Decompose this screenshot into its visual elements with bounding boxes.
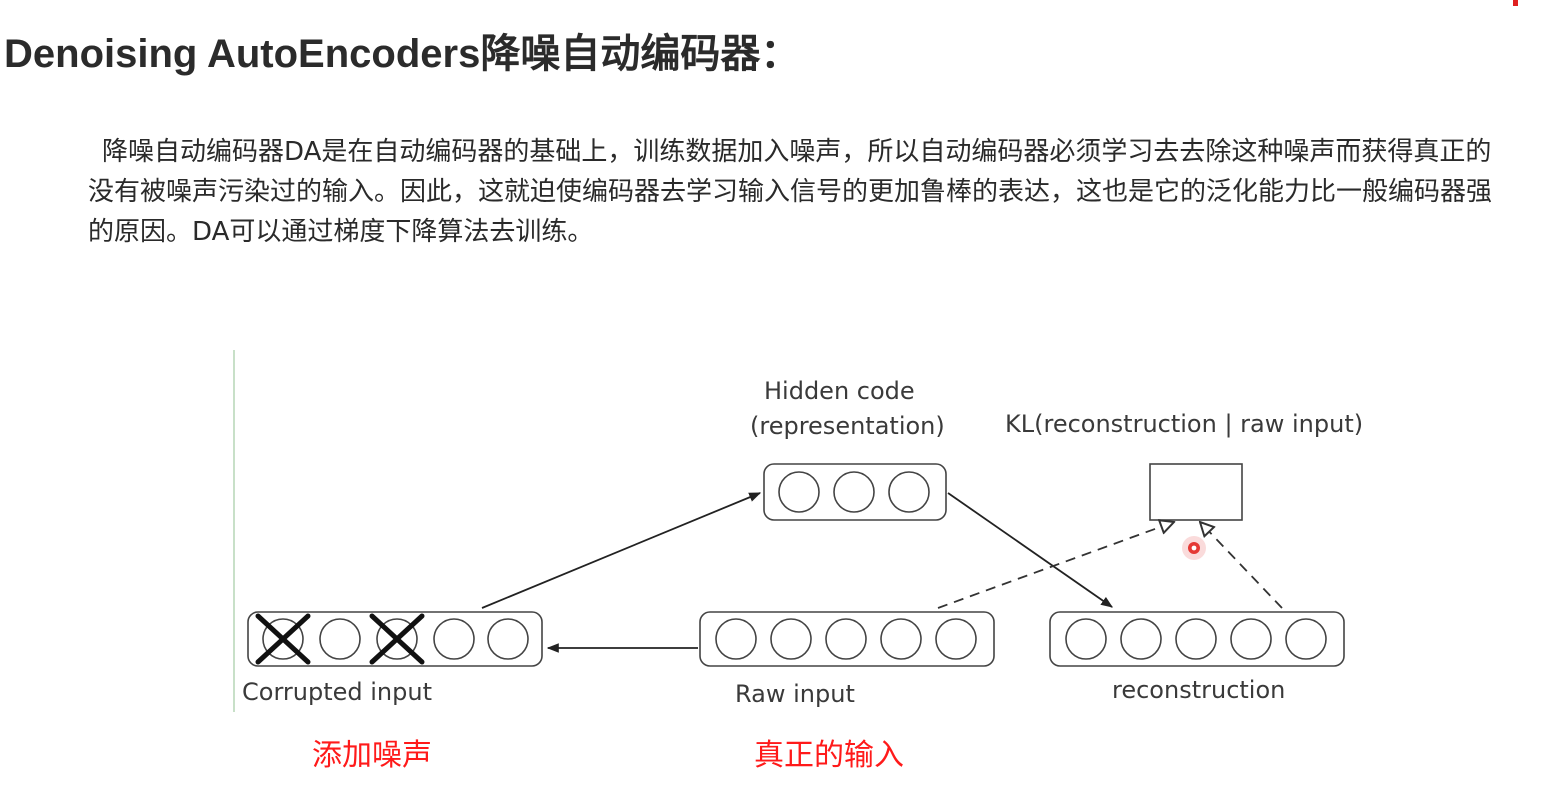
hidden-unit [833,471,875,513]
raw-to-kl-dashed-arrow [937,522,1174,609]
corrupted-input-label: Corrupted input [242,678,432,706]
encode-arrow [481,492,762,609]
hidden-unit [888,471,930,513]
slide-title: Denoising AutoEncoders降噪自动编码器： [4,32,801,76]
reconstruction-label: reconstruction [1112,676,1285,704]
kl-divergence-label: KL(reconstruction | raw input) [1005,410,1363,438]
top-accent-mark [1513,0,1518,6]
reconstruction-unit [1175,618,1217,660]
true-input-caption: 真正的输入 [754,738,904,773]
corrupted-unit [433,618,475,660]
corrupted-unit [487,618,529,660]
raw-input-label: Raw input [735,680,855,708]
pointer-dot-icon [1182,536,1206,560]
raw-unit [880,618,922,660]
top-strip [0,0,1548,6]
hidden-code-label: Hidden code [764,377,915,405]
hidden-unit [778,471,820,513]
reconstruction-to-kl-dashed-arrow [1200,522,1283,609]
kl-loss-box [1149,463,1243,521]
raw-input-layer [699,611,995,667]
reconstruction-unit [1120,618,1162,660]
hidden-code-layer [763,463,947,521]
decode-arrow [947,492,1113,608]
raw-unit [715,618,757,660]
raw-unit [770,618,812,660]
reconstruction-unit [1230,618,1272,660]
hidden-code-representation-label: (representation) [750,412,945,440]
cross-mark-icon [255,613,311,665]
corrupted-input-layer [247,611,543,667]
raw-unit [935,618,977,660]
cross-mark-icon [369,613,425,665]
slide-paragraph: 降噪自动编码器DA是在自动编码器的基础上，训练数据加入噪声，所以自动编码器必须学… [88,137,1493,247]
corrupted-unit [319,618,361,660]
reconstruction-layer [1049,611,1345,667]
raw-unit [825,618,867,660]
add-noise-caption: 添加噪声 [312,738,432,773]
reconstruction-unit [1065,618,1107,660]
reconstruction-unit [1285,618,1327,660]
